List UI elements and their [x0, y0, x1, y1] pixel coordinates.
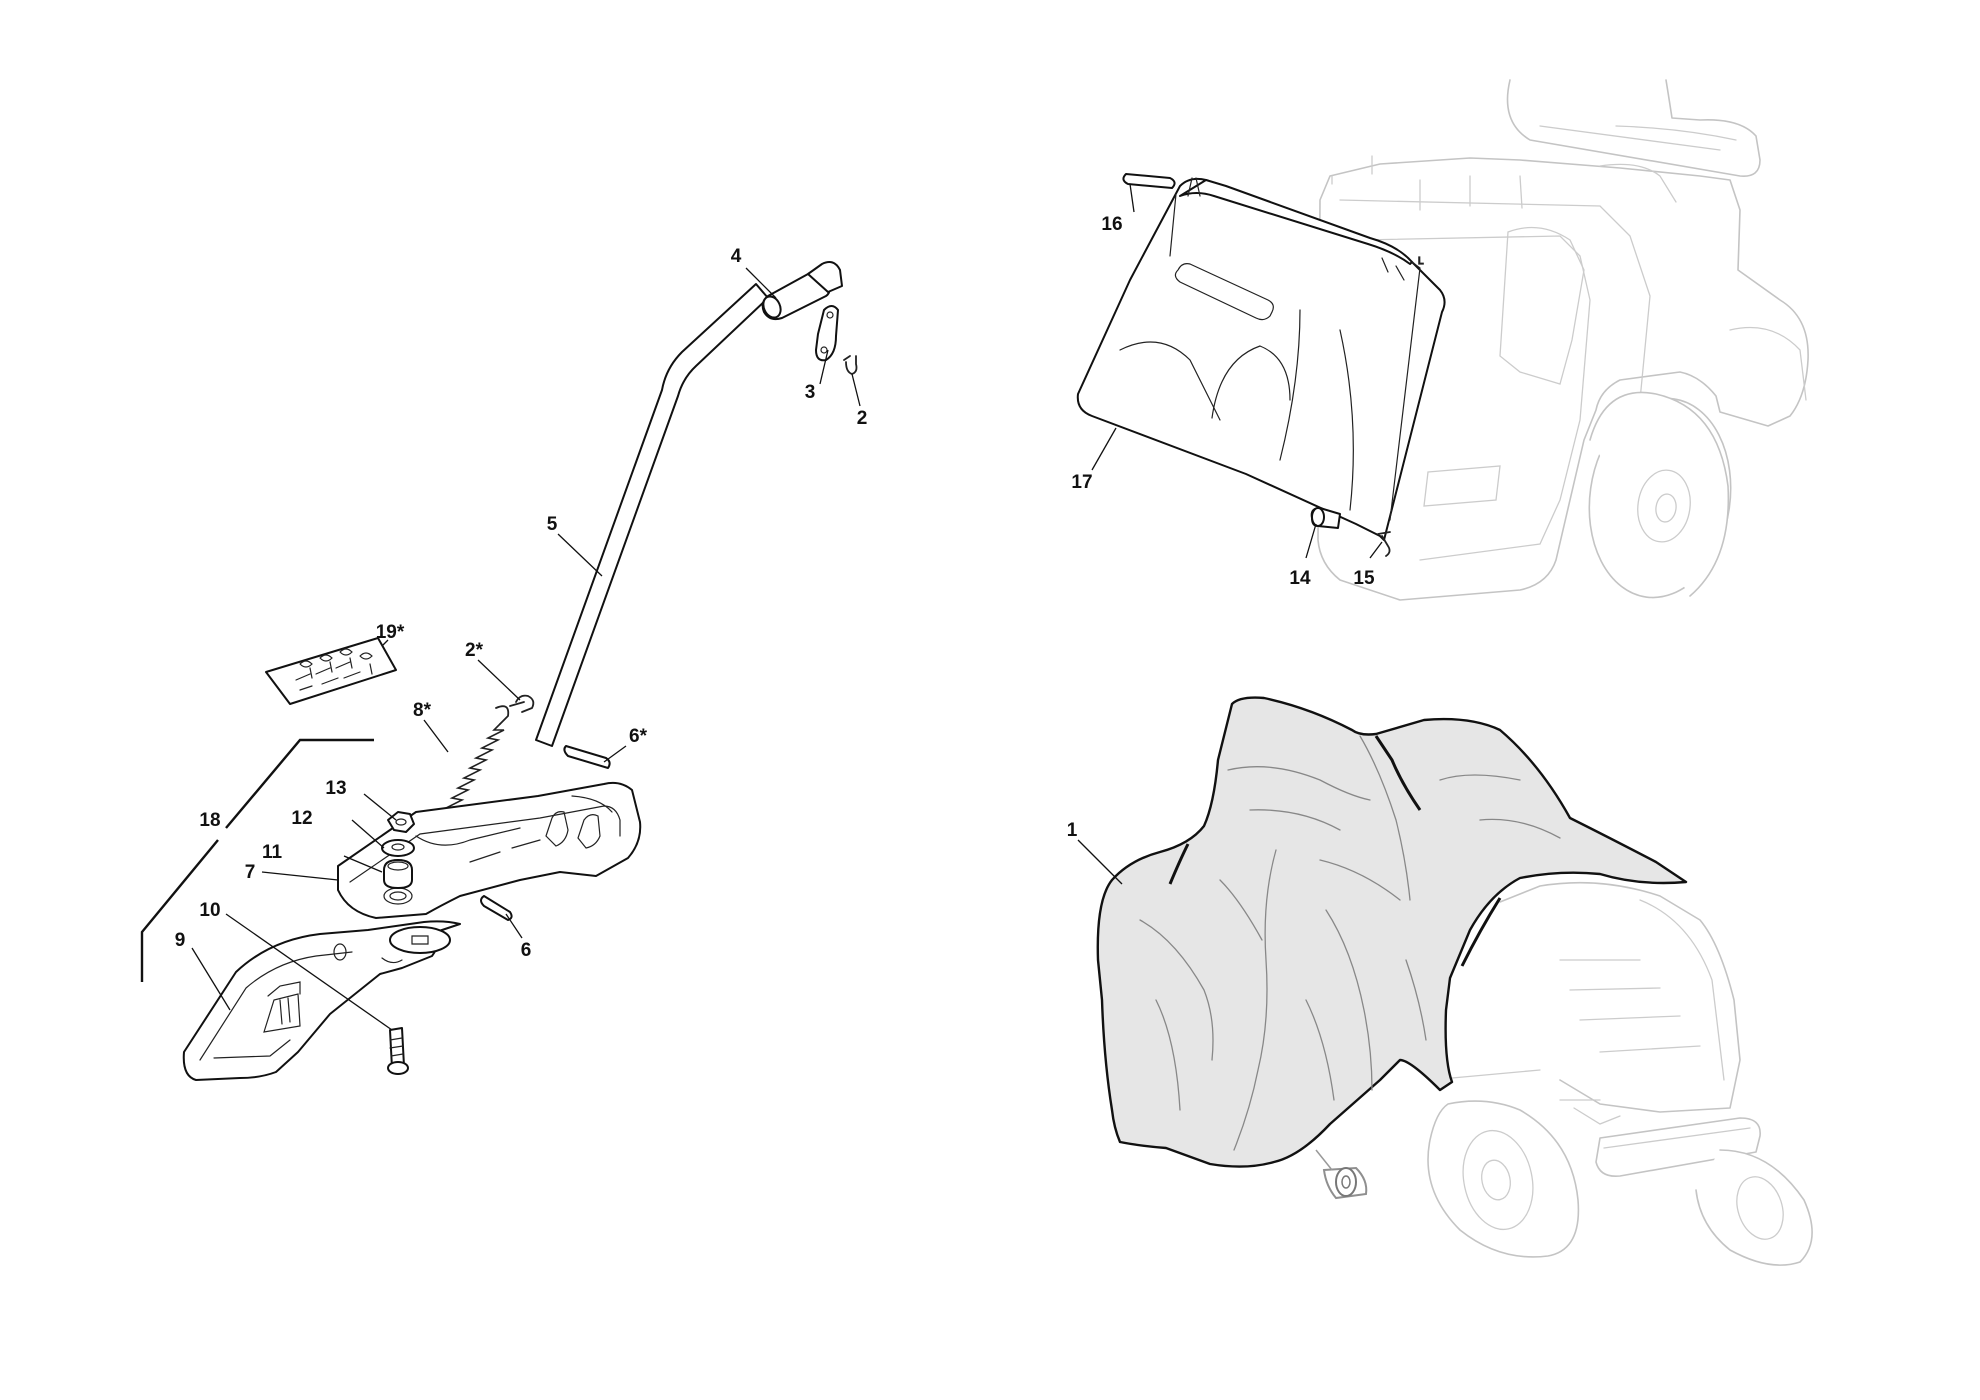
callout-18: 18: [199, 810, 220, 831]
callout-11: 11: [262, 842, 283, 863]
callout-2-star: 2*: [465, 640, 484, 661]
callout-17: 17: [1071, 472, 1092, 493]
lever-bottom-plate: [182, 920, 461, 1081]
callout-4: 4: [731, 246, 742, 267]
callout-10: 10: [199, 900, 220, 921]
lever-base-plate: [337, 781, 642, 919]
lever-grip: [761, 261, 843, 321]
callout-6: 6: [521, 940, 532, 961]
catcher-panel: L: [1076, 177, 1446, 541]
bolt: [387, 1027, 409, 1075]
pin-lower: [480, 895, 513, 921]
bushing: [383, 859, 413, 889]
callout-16: 16: [1101, 214, 1122, 235]
flat-washer: [381, 839, 415, 857]
callout-9: 9: [175, 930, 186, 951]
hinge-pin: [1122, 173, 1176, 189]
lock-nut: [387, 811, 415, 833]
small-clip: [843, 355, 858, 375]
deck-roller: [1315, 1149, 1368, 1200]
callout-14: 14: [1289, 568, 1311, 589]
callout-19-star: 19*: [376, 622, 405, 643]
link-plate: [815, 305, 839, 362]
hook-clip: [509, 694, 535, 713]
callout-6-star: 6*: [629, 726, 648, 747]
callout-8-star: 8*: [413, 700, 432, 721]
callout-2: 2: [857, 408, 868, 429]
callout-13: 13: [325, 778, 346, 799]
panel-clip: [1377, 531, 1391, 557]
callout-5: 5: [547, 514, 558, 535]
lever-rod: [535, 283, 769, 747]
callout-12: 12: [291, 808, 312, 829]
group-bracket: [140, 738, 374, 982]
leader-lines: [191, 183, 1383, 1031]
panel-knob: [1310, 507, 1341, 529]
svg-text:L: L: [1418, 256, 1424, 267]
callout-3: 3: [805, 382, 816, 403]
callout-1: 1: [1067, 820, 1078, 841]
tractor-rear-ghost: [1317, 79, 1809, 601]
callout-7: 7: [245, 862, 256, 883]
pin-upper: [563, 745, 611, 769]
covered-tractor-ghost: [1119, 881, 1813, 1266]
callout-15: 15: [1353, 568, 1375, 589]
fastener-bag: [265, 637, 397, 705]
tractor-cover: [1096, 696, 1688, 1168]
